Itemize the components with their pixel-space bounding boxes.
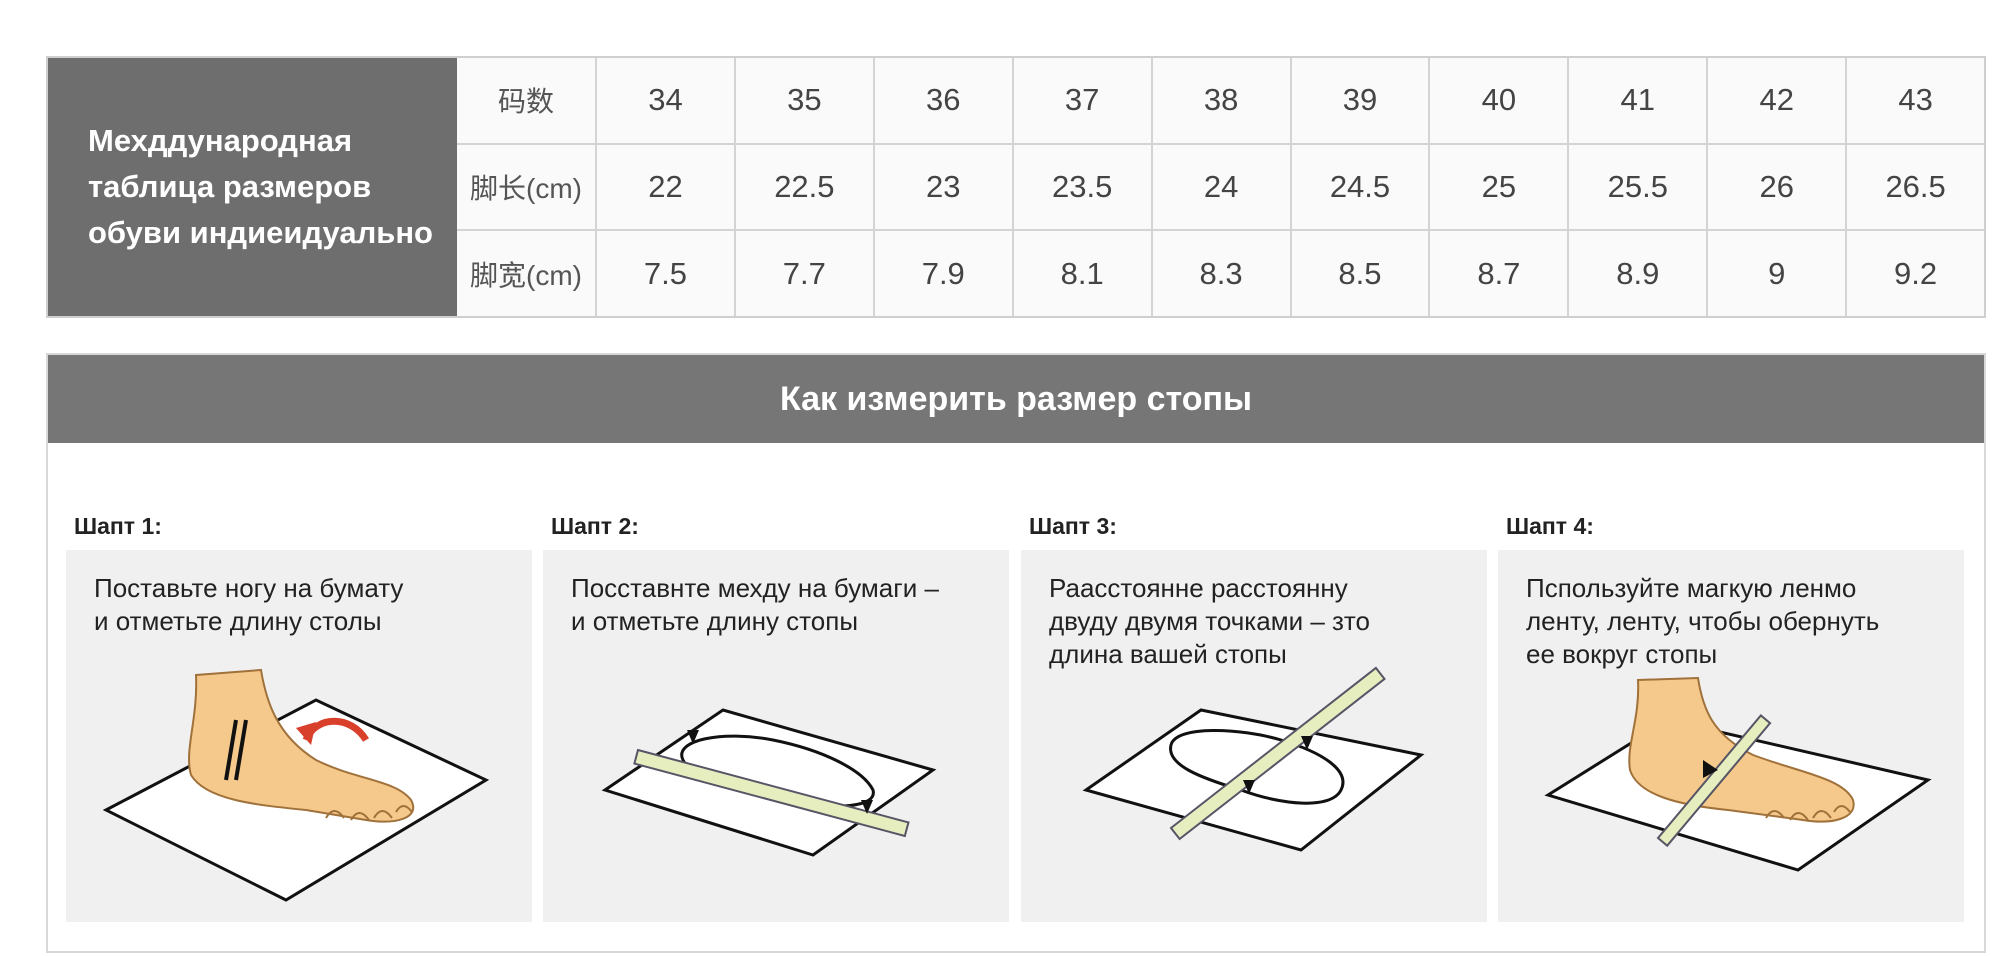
step-card: Раасстоянне расстоянну двуду двумя точка… (1021, 550, 1487, 922)
size-table-title: Мехддународная таблица размеров обуви ин… (48, 58, 457, 316)
length-cell: 23 (872, 144, 1012, 230)
row-header: 脚长(cm) (470, 173, 582, 204)
size-cell: 43 (1845, 58, 1984, 143)
size-table: Мехддународная таблица размеров обуви ин… (46, 56, 1986, 318)
length-cell: 23.5 (1011, 144, 1151, 230)
measure-guide: Как измерить размер стопы Шапт 1: Постав… (46, 353, 1986, 953)
length-cell: 22.5 (733, 144, 873, 230)
size-cell: 42 (1706, 58, 1845, 143)
width-cell: 8.7 (1428, 231, 1567, 317)
size-cell: 35 (733, 58, 873, 143)
measure-title: Как измерить размер стопы (48, 355, 1984, 443)
width-cell: 7.7 (733, 231, 873, 317)
step-1: Шапт 1: Поставьте ногу на бумату и отмет… (48, 355, 532, 951)
width-cell: 9.2 (1845, 231, 1984, 317)
step-text: Раасстоянне расстоянну двуду двумя точка… (1049, 573, 1371, 669)
width-cell: 8.5 (1289, 231, 1429, 317)
length-cell: 25 (1428, 144, 1567, 230)
length-cell: 24 (1150, 144, 1290, 230)
size-cell: 37 (1011, 58, 1151, 143)
row-header: 码数 (497, 86, 554, 118)
step-label: Шапт 3: (1029, 513, 1117, 539)
step-label: Шапт 1: (74, 513, 162, 539)
width-cell: 9 (1706, 231, 1845, 317)
step-text: Пспользуйте магкую ленмо ленту, ленту, ч… (1526, 573, 1880, 669)
ruler-length-icon (1082, 666, 1425, 852)
size-cell: 36 (872, 58, 1012, 143)
width-cell: 8.1 (1011, 231, 1151, 317)
step-label: Шапт 2: (551, 513, 639, 539)
size-grid: 码数 34 35 36 37 38 39 40 41 42 43 脚长(cm) … (457, 58, 1984, 317)
step-text: Посставнте мехду на бумаги – и отметьте … (571, 573, 939, 636)
length-cell: 22 (595, 144, 734, 230)
step-card: Поставьте ногу на бумату и отметьте длин… (66, 550, 532, 922)
step-2: Шапт 2: Посставнте мехду на бумаги – и о… (525, 355, 1009, 951)
row-header: 脚宽(cm) (470, 259, 582, 291)
foot-on-paper-icon (102, 668, 490, 902)
length-cell: 25.5 (1567, 144, 1706, 230)
size-cell: 39 (1289, 58, 1429, 143)
width-cell: 8.3 (1150, 231, 1290, 317)
length-cell: 26 (1706, 144, 1845, 230)
step-text: Поставьте ногу на бумату и отметьте длин… (94, 573, 404, 636)
step-4: Шапт 4: Пспользуйте магкую ленмо ленту, … (1480, 355, 1964, 951)
step-3: Шапт 3: Раасстоянне расстоянну двуду дву… (1003, 355, 1487, 951)
width-cell: 7.5 (595, 231, 734, 317)
step-label: Шапт 4: (1506, 513, 1594, 539)
size-cell: 41 (1567, 58, 1706, 143)
ruler-outline-icon (601, 708, 937, 857)
width-cell: 8.9 (1567, 231, 1706, 317)
foot-width-row: 脚宽(cm) 7.5 7.7 7.9 8.1 8.3 8.5 8.7 8.9 9… (457, 231, 1984, 317)
foot-length-row: 脚长(cm) 22 22.5 23 23.5 24 24.5 25 25.5 2… (457, 144, 1984, 232)
size-cell: 40 (1428, 58, 1567, 143)
length-cell: 24.5 (1289, 144, 1429, 230)
tape-around-foot-icon (1544, 676, 1932, 872)
size-row: 码数 34 35 36 37 38 39 40 41 42 43 (457, 58, 1984, 145)
width-cell: 7.9 (872, 231, 1012, 317)
size-cell: 38 (1150, 58, 1290, 143)
size-cell: 34 (595, 58, 734, 143)
length-cell: 26.5 (1845, 144, 1984, 230)
step-card: Пспользуйте магкую ленмо ленту, ленту, ч… (1498, 550, 1964, 922)
step-card: Посставнте мехду на бумаги – и отметьте … (543, 550, 1009, 922)
